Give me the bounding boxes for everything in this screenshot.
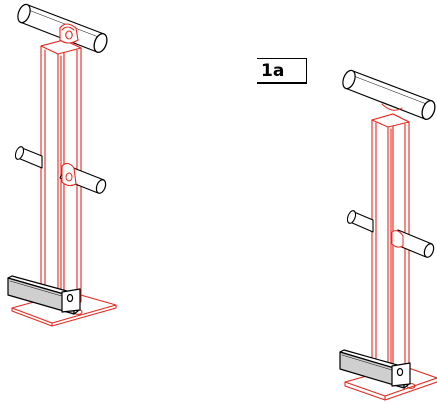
figure-label: 1a <box>257 58 307 84</box>
side-bracket <box>7 275 81 315</box>
top-rail <box>342 69 436 120</box>
upright-post <box>40 39 82 307</box>
middle-rail <box>14 146 107 194</box>
rail-clamp <box>59 23 79 44</box>
right-assembly <box>339 69 437 401</box>
side-bracket <box>339 349 411 389</box>
left-assembly <box>7 3 117 327</box>
middle-rail <box>346 210 435 258</box>
